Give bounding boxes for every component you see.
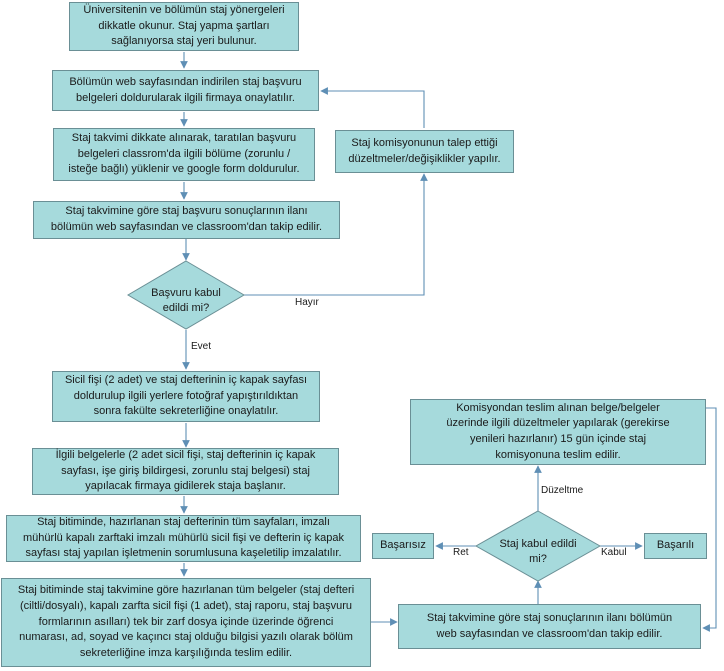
edge-label-no: Hayır: [293, 297, 321, 309]
step-submit-documents: Staj bitiminde staj takvimine göre hazır…: [1, 578, 371, 667]
decision-internship-accepted: Staj kabul edildi mi?: [499, 538, 577, 565]
step-record-sheet: Sicil fişi (2 adet) ve staj defterinin i…: [52, 371, 320, 422]
edge-label-accept: Kabul: [599, 547, 629, 559]
result-fail: Başarısız: [372, 533, 434, 559]
edge-label-fix: Düzeltme: [539, 485, 586, 497]
arrow-fix-s2-loop: [702, 407, 717, 632]
step-record-sheet-text: Sicil fişi (2 adet) ve staj defterinin i…: [64, 374, 308, 418]
step-upload-classroom: Staj takvimi dikkate alınarak, taratılan…: [53, 128, 315, 181]
step-application-forms: Bölümün web sayfasından indirilen staj b…: [52, 70, 319, 111]
decision-1-shape: [127, 260, 245, 330]
step-read-guidelines-text: Üniversitenin ve bölümün staj yönergeler…: [83, 4, 285, 48]
step-revisions-text: Staj komisyonunun talep ettiği düzeltmel…: [348, 136, 501, 165]
step-fix-documents-text: Komisyondan teslim alınan belge/belgeler…: [446, 401, 670, 461]
step-follow-results: Staj takvimine göre staj başvuru sonuçla…: [33, 201, 340, 239]
result-success-text: Başarılı: [656, 539, 695, 552]
step-follow-final-results: Staj takvimine göre staj sonuçlarının il…: [398, 604, 701, 649]
edge-label-reject: Ret: [451, 547, 471, 559]
step-upload-classroom-text: Staj takvimi dikkate alınarak, taratılan…: [68, 132, 300, 176]
decision-application-accepted: Başvuru kabul edildi mi?: [151, 287, 221, 314]
step-start-internship-text: İlgili belgelerle (2 adet sicil fişi, st…: [55, 449, 316, 493]
step-fix-documents: Komisyondan teslim alınan belge/belgeler…: [410, 399, 706, 465]
step-sign-notebook-text: Staj bitiminde, hazırlanan staj defterin…: [23, 516, 344, 560]
step-submit-documents-text: Staj bitiminde staj takvimine göre hazır…: [17, 584, 355, 659]
step-follow-final-results-text: Staj takvimine göre staj sonuçlarının il…: [426, 611, 673, 640]
step-start-internship: İlgili belgelerle (2 adet sicil fişi, st…: [32, 448, 339, 495]
result-success: Başarılı: [644, 533, 707, 559]
step-sign-notebook: Staj bitiminde, hazırlanan staj defterin…: [6, 515, 361, 562]
arrow-d1-revise: [244, 173, 428, 296]
step-follow-results-text: Staj takvimine göre staj başvuru sonuçla…: [50, 205, 323, 233]
decision-2-shape: [474, 510, 602, 582]
step-application-forms-text: Bölümün web sayfasından indirilen staj b…: [69, 75, 302, 104]
result-fail-text: Başarısız: [380, 539, 426, 552]
step-read-guidelines: Üniversitenin ve bölümün staj yönergeler…: [69, 2, 299, 51]
edge-label-yes: Evet: [189, 341, 214, 353]
step-revisions: Staj komisyonunun talep ettiği düzeltmel…: [335, 130, 514, 173]
arrow-revise-s2: [320, 87, 425, 128]
